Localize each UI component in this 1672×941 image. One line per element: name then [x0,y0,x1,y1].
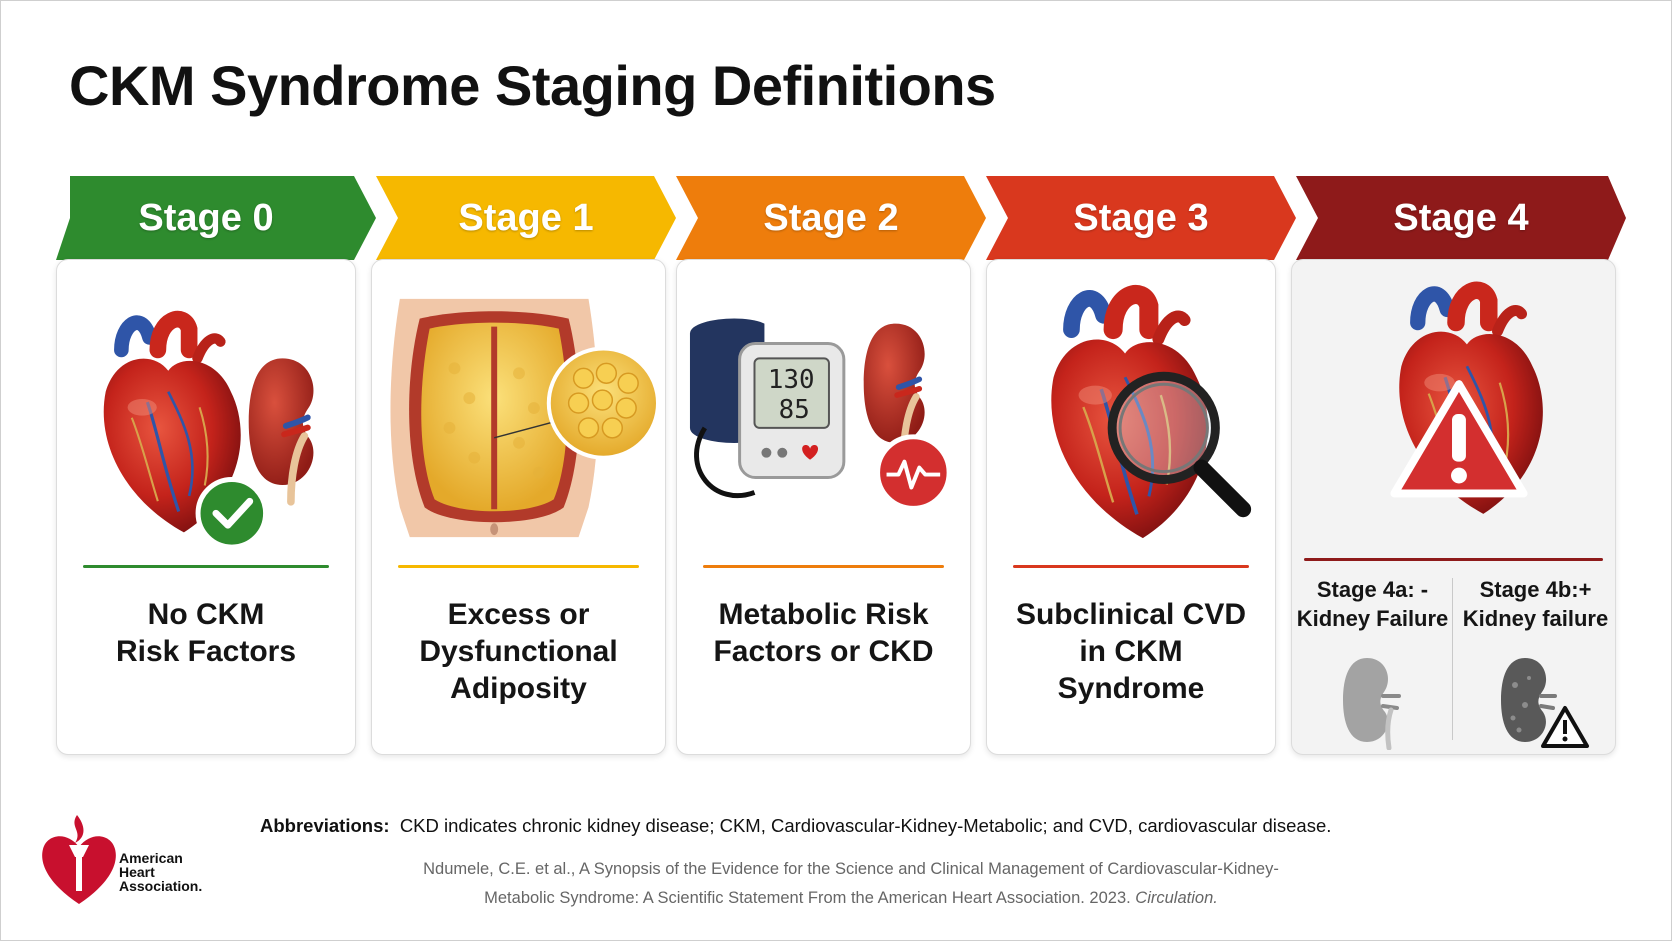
banner-arrow [56,176,376,260]
abbreviations-note: Abbreviations: CKD indicates chronic kid… [260,815,1331,837]
description-line: Subclinical CVD [1015,598,1247,631]
heart-kidney-check-icon [65,278,347,548]
stage-label: Stage 4 [1393,196,1529,239]
banner-arrow [986,176,1296,260]
stage-divider [83,565,329,568]
stage-4-card: Stage 4a: - Kidney Failure Stage 4b:+ Ki… [1291,259,1616,755]
stage-divider [1304,558,1603,561]
substage-divider [1452,578,1453,740]
description-line: No CKM [147,598,265,631]
substage-line: Kidney failure [1462,606,1609,631]
kidney-gray-icon [1343,658,1401,750]
stage-1-banner: Stage 1 [376,176,676,260]
stage-0-card: No CKM Risk Factors [56,259,356,755]
stage-divider [1013,565,1249,568]
stage-2-card: 130 85 Metabolic Risk Factors or CKD [676,259,971,755]
abdomen-fat-icon [380,278,657,548]
substage-4a-label: Stage 4a: - Kidney Failure [1295,575,1450,633]
stage-label: Stage 1 [458,196,594,239]
heart-magnifier-icon [995,278,1267,548]
banner-arrow [1296,176,1626,260]
aha-logo-text: American Heart Association. [119,851,202,893]
stage-divider [398,565,639,568]
stage-description: Excess or Dysfunctional Adiposity [382,596,655,707]
stage-4-banner: Stage 4 [1296,176,1626,260]
description-line: Dysfunctional [419,635,618,668]
citation-line-2: Metabolic Syndrome: A Scientific Stateme… [401,884,1301,913]
abbreviations-label: Abbreviations: [260,815,390,836]
bp-diastolic-value: 85 [779,395,810,425]
substage-line: Kidney Failure [1296,606,1449,631]
description-line: Adiposity [450,672,587,705]
stage-3-card: Subclinical CVD in CKM Syndrome [986,259,1276,755]
stage-label: Stage 3 [1073,196,1209,239]
logo-line: Association. [119,878,203,894]
logo-line: Heart [119,864,155,880]
stage-description: Subclinical CVD in CKM Syndrome [997,596,1265,707]
stage-1-card: Excess or Dysfunctional Adiposity [371,259,666,755]
page-title: CKM Syndrome Staging Definitions [69,54,996,117]
description-line: Metabolic Risk [718,598,929,631]
stage-description: No CKM Risk Factors [67,596,345,670]
citation-text: Metabolic Syndrome: A Scientific Stateme… [484,889,1131,907]
stage-label: Stage 2 [763,196,899,239]
aha-logo: American Heart Association. [39,809,219,909]
stage-description: Metabolic Risk Factors or CKD [687,596,960,670]
blood-pressure-kidney-icon: 130 85 [685,278,962,548]
logo-line: American [119,850,183,866]
aha-heart-torch-icon [42,815,116,904]
stage-label: Stage 0 [138,196,274,239]
citation-journal: Circulation. [1135,889,1218,907]
stage-3-banner: Stage 3 [986,176,1296,260]
kidney-failure-warning-icon [1501,658,1589,748]
substage-line: Stage 4b:+ [1479,577,1592,602]
banner-arrow [376,176,676,260]
citation-line: Ndumele, C.E. et al., A Synopsis of the … [423,860,1279,878]
bp-systolic-value: 130 [768,365,815,395]
description-line: Syndrome [1057,672,1205,705]
substage-line: Stage 4a: - [1316,577,1429,602]
stage-divider [703,565,944,568]
description-line: in CKM [1079,635,1183,668]
description-line: Factors or CKD [713,635,934,668]
description-line: Risk Factors [115,635,297,668]
substage-4b-label: Stage 4b:+ Kidney failure [1458,575,1613,633]
citation: Ndumele, C.E. et al., A Synopsis of the … [401,855,1301,913]
heart-warning-icon [1300,274,1607,544]
stage-2-banner: Stage 2 [676,176,986,260]
stage-0-banner: Stage 0 [56,176,376,260]
banner-arrow [676,176,986,260]
description-line: Excess or [447,598,590,631]
abbreviations-text: CKD indicates chronic kidney disease; CK… [399,815,1332,836]
